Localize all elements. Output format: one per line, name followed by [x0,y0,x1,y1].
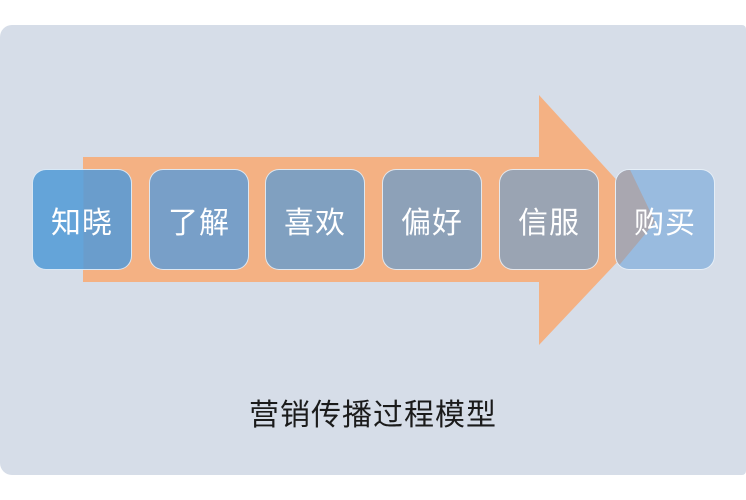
stage-preference: 偏好 [382,169,482,270]
stage-label: 了解 [168,205,230,241]
stage-purchase: 购买 [615,169,715,270]
stage-awareness: 知晓 [32,169,132,270]
stage-label: 信服 [518,205,580,241]
stage-label: 偏好 [401,205,463,241]
stage-label: 购买 [634,205,696,241]
stage-conviction: 信服 [499,169,599,270]
stage-label: 喜欢 [284,205,346,241]
diagram-title: 营销传播过程模型 [249,398,497,433]
arrow-tip-overlap [616,170,656,269]
stage-knowledge: 了解 [149,169,249,270]
stage-label: 知晓 [51,205,113,241]
stage-liking: 喜欢 [265,169,365,270]
